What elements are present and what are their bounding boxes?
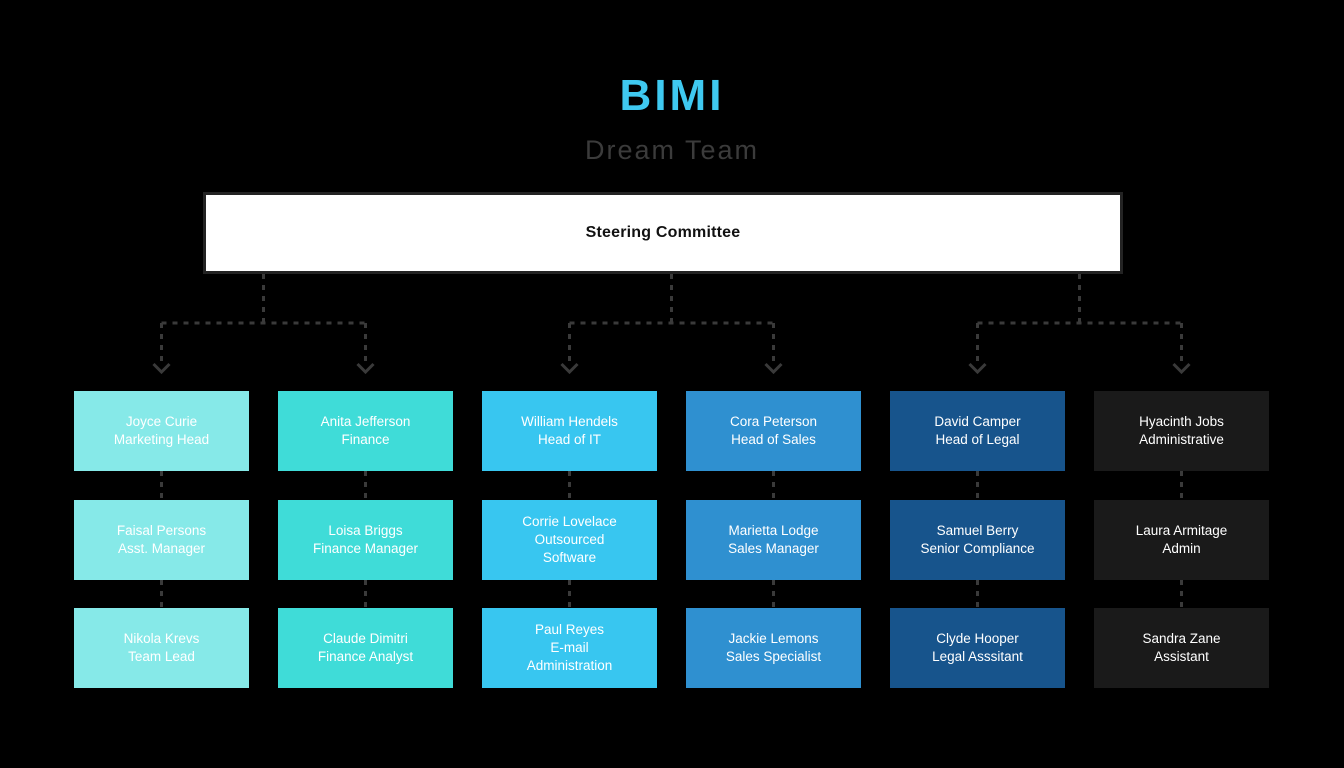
card-person-name: Nikola Krevs xyxy=(123,631,200,647)
card-person-name: William Hendels xyxy=(521,414,618,430)
card-person-role: Sales Specialist xyxy=(725,649,822,664)
card-person-name: Faisal Persons xyxy=(116,523,207,539)
steering-committee-node[interactable]: Steering Committee xyxy=(203,192,1123,274)
page-subtitle: Dream Team xyxy=(584,135,760,166)
card-person-role: Outsourced xyxy=(534,532,605,548)
card-person-name: Hyacinth Jobs xyxy=(1139,414,1224,430)
card-person-role: Marketing Head xyxy=(113,432,210,447)
card-person-name: Laura Armitage xyxy=(1135,523,1228,539)
card-person-role: Team Lead xyxy=(128,649,195,664)
card-person-name: Sandra Zane xyxy=(1142,631,1221,647)
card-person-name: Corrie Lovelace xyxy=(522,514,617,530)
card-person-role: Head of Legal xyxy=(935,432,1020,447)
card-person-role: Administrative xyxy=(1139,432,1224,447)
card-person-role: Head of IT xyxy=(537,432,602,447)
card-person-role: Finance xyxy=(341,432,390,447)
card-person-name: Loisa Briggs xyxy=(328,523,403,539)
card-person-name: Claude Dimitri xyxy=(323,631,408,647)
card-person-name: Anita Jefferson xyxy=(320,414,411,430)
card-person-name: Clyde Hooper xyxy=(936,631,1019,647)
page-title: BIMI xyxy=(619,71,725,120)
card-person-role: Legal Asssitant xyxy=(932,649,1023,664)
card-person-name: Samuel Berry xyxy=(936,523,1019,539)
card-person-role-line2: Administration xyxy=(526,657,613,673)
card-person-name: Paul Reyes xyxy=(534,622,605,638)
card-person-role: Head of Sales xyxy=(731,432,816,447)
card-person-role: Senior Compliance xyxy=(920,541,1035,556)
card-person-name: Marietta Lodge xyxy=(728,523,819,539)
card-person-role: Admin xyxy=(1162,541,1201,556)
card-person-role: Sales Manager xyxy=(728,541,819,556)
card-person-name: Jackie Lemons xyxy=(728,631,819,647)
card-person-role: Finance Analyst xyxy=(317,649,414,664)
chart-header: BIMI Dream Team xyxy=(0,71,1344,166)
card-person-role: E-mail xyxy=(550,640,589,656)
card-person-role: Asst. Manager xyxy=(117,541,206,556)
card-person-role: Finance Manager xyxy=(312,541,419,556)
card-person-role-line2: Software xyxy=(542,549,597,565)
card-person-name: Joyce Curie xyxy=(125,414,198,430)
card-person-name: Cora Peterson xyxy=(729,414,818,430)
card-person-name: David Camper xyxy=(934,414,1021,430)
steering-committee-label: Steering Committee xyxy=(585,224,741,241)
card-person-role: Assistant xyxy=(1154,649,1209,664)
